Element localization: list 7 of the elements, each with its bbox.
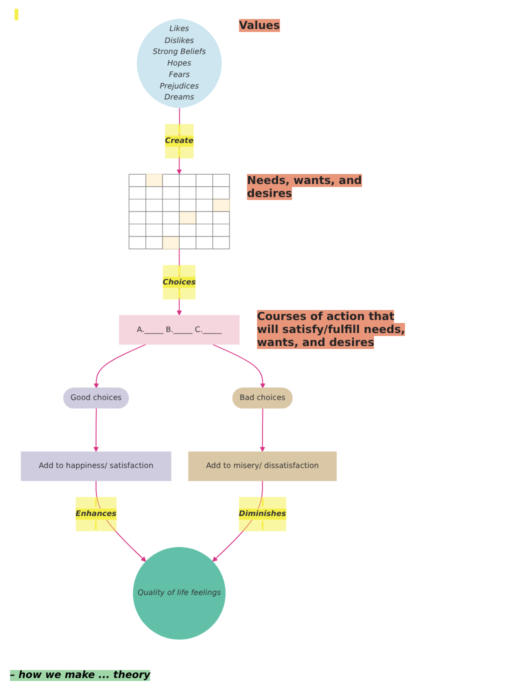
arrow	[212, 344, 266, 388]
note-text: – how we make ... theory	[10, 670, 150, 681]
node-caption: Values	[239, 19, 280, 32]
arrow	[93, 408, 99, 452]
arrow	[260, 408, 266, 452]
node-caption: Needs, wants, and desires	[247, 174, 363, 200]
arrow	[94, 344, 146, 388]
